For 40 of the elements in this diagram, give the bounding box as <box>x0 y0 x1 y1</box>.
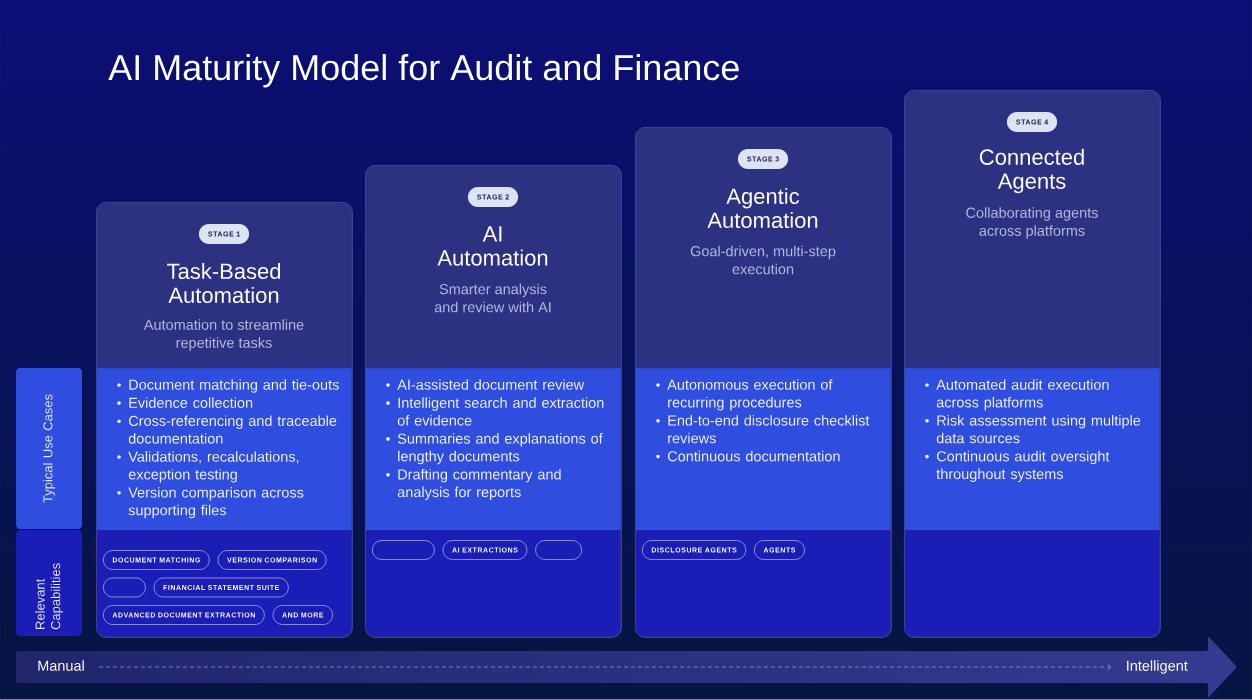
use-case-panel <box>635 368 891 531</box>
list-item: Cross-referencing and traceable documentation <box>128 415 337 444</box>
capability-tag <box>535 540 582 560</box>
use-case-panel <box>96 368 352 531</box>
list-item: Continuous documentation <box>667 450 840 462</box>
stage-title: AI Automation <box>437 226 548 266</box>
list-item: Intelligent search and extraction of evidence <box>397 397 604 426</box>
scale-label: Intelligent <box>1127 660 1188 674</box>
list-item: Document matching and tie-outs <box>129 379 339 393</box>
row-header: Relevant Capabilities <box>16 530 82 636</box>
stage-description: Automation to streamline repetitive tasks <box>143 319 304 351</box>
list-item: Summaries and explanations of lengthy documents <box>397 433 603 465</box>
use-case-panel <box>904 368 1160 531</box>
capability-panel <box>904 530 1160 637</box>
list-item: AI-assisted document review <box>397 379 585 390</box>
row-header: Typical Use Cases <box>16 368 82 529</box>
capability-panel <box>635 530 891 637</box>
list-item: Version comparison across supporting files <box>128 487 304 519</box>
list-item: Continuous audit oversight throughout systems <box>936 450 1110 482</box>
stage-title: Task-Based Automation <box>167 262 281 304</box>
list-item: Automated audit execution across platforms <box>936 379 1109 411</box>
stage-description: Smarter analysis and review with AI <box>434 283 551 313</box>
list-item: Autonomous execution of recurring procedures <box>667 379 833 411</box>
use-case-panel <box>365 368 621 531</box>
list-item: Evidence collection <box>129 397 253 408</box>
arrow <box>98 663 1112 671</box>
stage-title: Connected Agents <box>979 148 1084 194</box>
scale-label: Manual <box>38 660 84 671</box>
list-item: Drafting commentary and analysis for reports <box>397 468 561 501</box>
stage-description: Goal-driven, multi-step execution <box>690 245 836 275</box>
capability-panel <box>365 530 621 637</box>
stage-description: Collaborating agents across platforms <box>966 207 1098 239</box>
list-item: Validations, recalculations, exception testing <box>128 451 299 483</box>
stage-title: Agentic Automation <box>707 187 818 229</box>
title: AI Maturity Model for Audit and Finance <box>108 53 739 88</box>
list-item: End-to-end disclosure checklist reviews <box>668 415 870 444</box>
capability-panel <box>96 530 352 637</box>
capability-tag <box>103 577 146 598</box>
list-item: Risk assessment using multiple data sources <box>936 415 1141 444</box>
capability-tag <box>372 540 435 560</box>
